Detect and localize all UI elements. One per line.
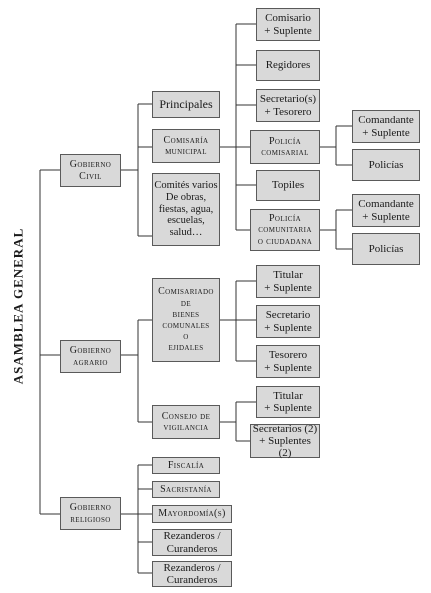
- gobierno-religioso-box: Gobierno religioso: [60, 497, 121, 530]
- religioso-connector: [121, 464, 152, 574]
- trunk-line: [39, 169, 60, 515]
- sacristania-box: Sacristanía: [152, 481, 220, 498]
- policia-comisarial-box: Policía comisarial: [250, 130, 320, 164]
- secretario-comisariado-box: Secretario + Suplente: [256, 305, 320, 338]
- policia-comisarial-connector: [320, 125, 352, 166]
- regidores-box: Regidores: [256, 50, 320, 81]
- policia-comunitaria-connector: [320, 209, 352, 250]
- policias-comisarial-box: Policías: [352, 149, 420, 181]
- consejo-connector: [220, 401, 256, 442]
- comisariado-box: Comisariado de bienes comunales o ejidal…: [152, 278, 220, 362]
- principales-box: Principales: [152, 91, 220, 118]
- comisaria-municipal-box: Comisaría municipal: [152, 129, 220, 163]
- consejo-vigilancia-box: Consejo de vigilancia: [152, 405, 220, 439]
- secretario-tesorero-box: Secretario(s) + Tesorero: [256, 89, 320, 122]
- agrario-connector: [121, 319, 152, 423]
- comandante-comisarial-box: Comandante + Suplente: [352, 110, 420, 143]
- policia-comunitaria-box: Policía comunitaria o ciudadana: [250, 209, 320, 251]
- gobierno-agrario-box: Gobierno agrario: [60, 340, 121, 373]
- titular-consejo-box: Titular + Suplente: [256, 386, 320, 418]
- rezanderos-box-2: Rezanderos / Curanderos: [152, 561, 232, 587]
- asamblea-general-label: ASAMBLEA GENERAL: [10, 227, 25, 384]
- asamblea-general-title: ASAMBLEA GENERAL: [3, 227, 33, 384]
- topiles-box: Topiles: [256, 170, 320, 201]
- gobierno-civil-box: Gobierno Civil: [60, 154, 121, 187]
- titular-comisariado-box: Titular + Suplente: [256, 265, 320, 298]
- policias-comunitaria-box: Policías: [352, 233, 420, 265]
- tesorero-comisariado-box: Tesorero + Suplente: [256, 345, 320, 378]
- comisariado-connector: [220, 280, 256, 362]
- rezanderos-box-1: Rezanderos / Curanderos: [152, 529, 232, 556]
- comisaria-connector: [220, 23, 256, 231]
- comandante-comunitaria-box: Comandante + Suplente: [352, 194, 420, 227]
- fiscalia-box: Fiscalía: [152, 457, 220, 474]
- civil-connector: [121, 103, 152, 237]
- secretarios-consejo-box: Secretarios (2) + Suplentes (2): [250, 423, 320, 459]
- mayordomia-box: Mayordomía(s): [152, 505, 232, 523]
- comites-varios-box: Comités varios De obras, fiestas, agua, …: [152, 173, 220, 246]
- comisario-box: Comisario + Suplente: [256, 8, 320, 41]
